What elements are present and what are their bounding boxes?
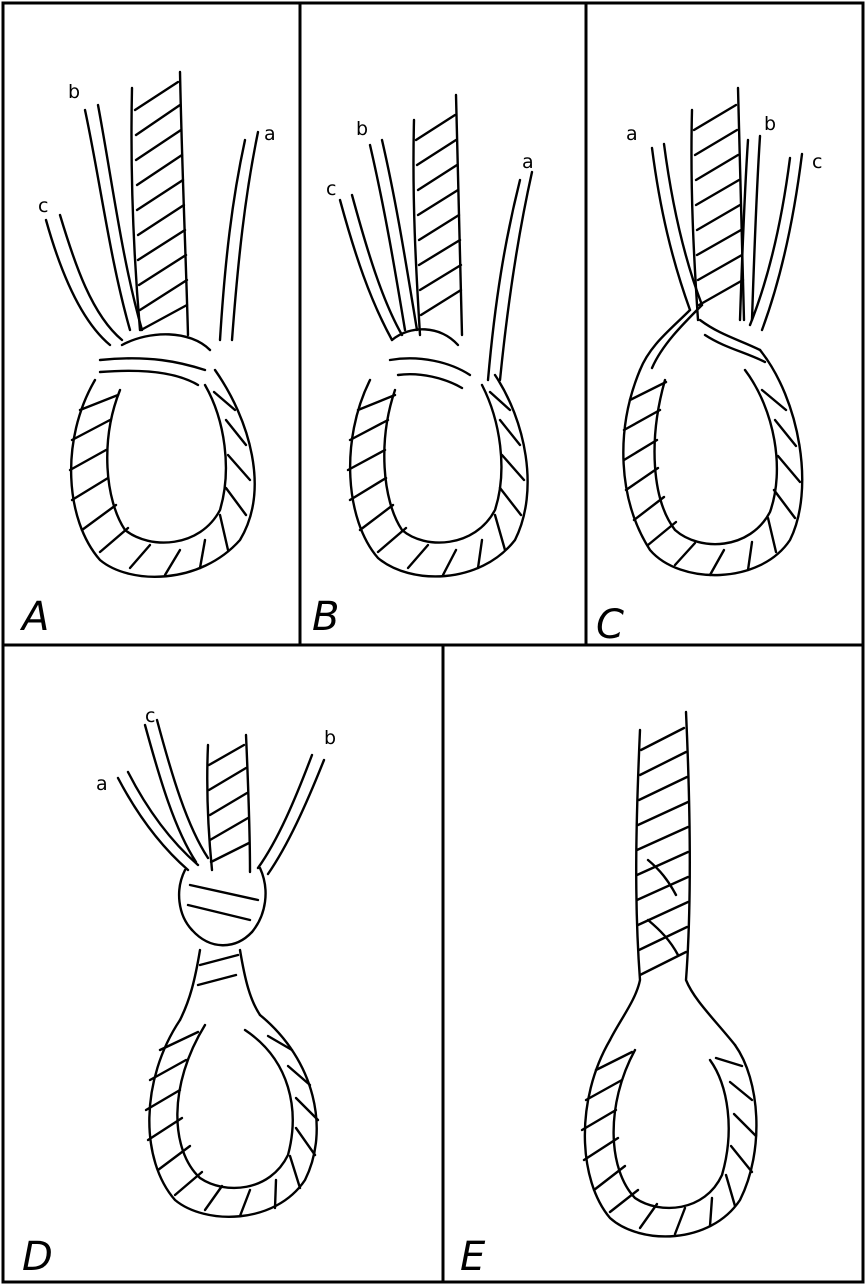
- tuck-crossing: [390, 329, 470, 388]
- panel-e: E: [460, 712, 756, 1280]
- standing-part-rope: [691, 88, 744, 320]
- strand-label-b: b: [764, 113, 776, 135]
- panel-label-e: E: [460, 1234, 486, 1280]
- strand-label-b: b: [68, 81, 80, 103]
- strand-label-c: c: [145, 705, 155, 727]
- twisted-crossing: [640, 305, 765, 370]
- strand-label-a: a: [264, 123, 276, 145]
- tapered-splice-rope: [610, 712, 735, 1045]
- panel-b: b c a B: [312, 95, 534, 640]
- strand-label-b: b: [324, 727, 336, 749]
- standing-part-rope: [413, 95, 462, 335]
- rope-eye-loop: [582, 1040, 756, 1236]
- strand-label-c: c: [812, 151, 822, 173]
- strand-label-a: a: [626, 123, 638, 145]
- panel-label-c: C: [596, 602, 624, 648]
- strand-label-c: c: [326, 178, 336, 200]
- rope-eye-loop: [623, 350, 802, 575]
- panel-label-b: B: [312, 594, 339, 640]
- loose-strands: [340, 140, 532, 380]
- standing-part-rope: [131, 72, 188, 335]
- panel-label-d: D: [22, 1234, 53, 1280]
- rope-eye-loop: [348, 375, 528, 576]
- panel-c: a b c C: [596, 88, 822, 648]
- bottom-row-frame: [3, 645, 863, 1282]
- standing-part-rope: [207, 735, 250, 872]
- rope-eye-loop: [146, 1015, 318, 1217]
- panel-label-a: A: [19, 594, 49, 640]
- strand-label-b: b: [356, 118, 368, 140]
- loose-strands: [652, 136, 802, 330]
- twisted-tuck: [179, 868, 265, 1020]
- rope-eye-loop: [70, 370, 255, 577]
- panel-a: b c a A: [19, 72, 276, 640]
- panel-d: a c b D: [22, 705, 336, 1280]
- strand-label-c: c: [38, 195, 48, 217]
- strand-label-a: a: [522, 151, 534, 173]
- loose-strands: [118, 720, 324, 874]
- strand-label-a: a: [96, 773, 108, 795]
- tuck-crossing: [100, 334, 210, 385]
